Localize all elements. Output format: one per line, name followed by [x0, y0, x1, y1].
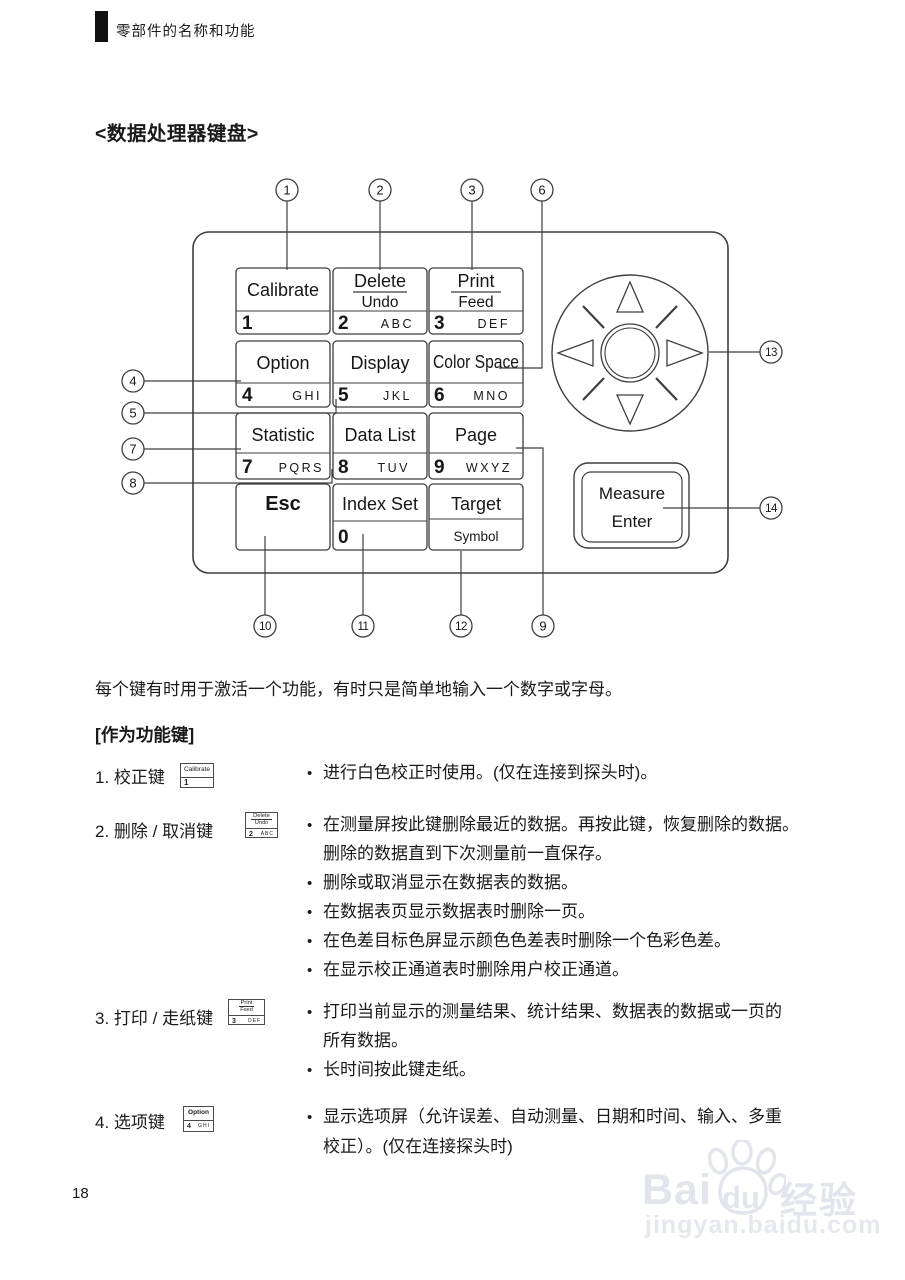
key-esc: Esc	[235, 483, 331, 551]
svg-text:4: 4	[242, 385, 253, 406]
svg-text:Display: Display	[350, 353, 409, 373]
svg-text:MNO: MNO	[473, 389, 510, 403]
svg-text:5: 5	[338, 385, 349, 406]
svg-text:Symbol: Symbol	[453, 529, 498, 544]
svg-text:Color Space: Color Space	[433, 352, 519, 372]
svg-text:8: 8	[129, 476, 136, 491]
watermark-jingyan: 经验	[780, 1180, 858, 1221]
item-1-bullets: •进行白色校正时使用。(仅在连接到探头时)。	[307, 763, 658, 782]
intro-paragraph: 每个键有时用于激活一个功能，有时只是简单地输入一个数字或字母。	[95, 680, 622, 699]
svg-text:PQRS: PQRS	[279, 461, 324, 475]
svg-text:Statistic: Statistic	[251, 425, 314, 445]
section-marker-bar	[95, 11, 108, 42]
svg-text:Calibrate: Calibrate	[247, 280, 319, 300]
svg-text:10: 10	[259, 621, 271, 633]
svg-text:14: 14	[765, 503, 778, 515]
key-statistic: Statistic 7 PQRS	[235, 412, 331, 480]
svg-text:Undo: Undo	[361, 294, 398, 311]
svg-text:DEF: DEF	[478, 317, 511, 331]
key-option: Option 4 GHI	[235, 340, 331, 408]
item-4-bullets: •显示选项屏（允许误差、自动测量、日期和时间、输入、多重 校正）。(仅在连接探头…	[307, 1107, 782, 1156]
item-4-label: 4. 选项键	[95, 1113, 165, 1132]
key-delete-undo: Delete Undo 2 ABC	[332, 267, 428, 335]
svg-text:12: 12	[455, 621, 467, 633]
svg-text:2: 2	[376, 183, 383, 198]
svg-text:6: 6	[434, 385, 445, 406]
svg-text:9: 9	[434, 457, 445, 478]
svg-text:3: 3	[434, 313, 445, 334]
nav-pad	[551, 274, 709, 432]
calibrate-key-icon: Calibrate 1	[180, 763, 214, 788]
svg-text:9: 9	[539, 619, 546, 634]
svg-text:Feed: Feed	[458, 294, 493, 311]
key-print-feed: Print Feed 3 DEF	[428, 267, 524, 335]
arrow-up-icon	[616, 280, 644, 313]
arrow-right-icon	[666, 339, 704, 367]
svg-text:Index Set: Index Set	[342, 494, 418, 514]
callout-leader-lines	[144, 201, 760, 615]
svg-text:Data List: Data List	[344, 425, 415, 445]
svg-text:Esc: Esc	[265, 493, 301, 515]
key-color-space: Color Space 6 MNO	[428, 340, 524, 408]
key-target: Target Symbol	[428, 483, 524, 551]
key-index-set: Index Set 0	[332, 483, 428, 551]
page-title: <数据处理器键盘>	[95, 123, 259, 145]
key-calibrate: Calibrate 1	[235, 267, 331, 335]
watermark-du: du	[722, 1180, 760, 1215]
item-1-label: 1. 校正键	[95, 768, 165, 787]
nav-center-button	[600, 323, 660, 383]
svg-text:0: 0	[338, 527, 349, 548]
chapter-header: 零部件的名称和功能	[116, 24, 256, 40]
item-3-bullets: •打印当前显示的测量结果、统计结果、数据表的数据或一页的 所有数据。 •长时间按…	[307, 1002, 782, 1079]
svg-text:1: 1	[283, 183, 290, 198]
svg-text:7: 7	[129, 442, 136, 457]
key-display: Display 5 JKL	[332, 340, 428, 408]
callouts: 1 2 3 6 4 5 7 8 13 14 10 11 12 9	[121, 178, 783, 638]
svg-text:13: 13	[765, 347, 777, 359]
svg-text:Option: Option	[256, 353, 309, 373]
key-page: Page 9 WXYZ	[428, 412, 524, 480]
svg-text:Print: Print	[457, 271, 494, 291]
svg-text:5: 5	[129, 406, 136, 421]
svg-text:GHI: GHI	[292, 389, 322, 403]
page-number: 18	[72, 1185, 89, 1202]
svg-text:Page: Page	[455, 425, 497, 445]
keypad-diagram: Calibrate 1 Delete Undo 2 ABC Print Feed…	[121, 178, 783, 638]
svg-text:7: 7	[242, 457, 253, 478]
svg-text:Measure: Measure	[599, 484, 665, 503]
svg-text:11: 11	[358, 621, 369, 633]
svg-text:6: 6	[538, 183, 545, 198]
svg-text:Enter: Enter	[612, 512, 653, 531]
watermark-url: jingyan.baidu.com	[645, 1211, 882, 1239]
svg-text:JKL: JKL	[383, 389, 412, 403]
item-3-label: 3. 打印 / 走纸键	[95, 1009, 214, 1028]
svg-text:ABC: ABC	[381, 317, 414, 331]
svg-text:Target: Target	[451, 494, 501, 514]
item-2-bullets: •在测量屏按此键删除最近的数据。再按此键，恢复删除的数据。 删除的数据直到下次测…	[307, 815, 799, 979]
svg-text:1: 1	[242, 313, 253, 334]
svg-text:TUV: TUV	[378, 461, 411, 475]
key-measure-enter: Measure Enter	[573, 462, 690, 549]
item-2-label: 2. 删除 / 取消键	[95, 822, 214, 841]
watermark-bai: Bai	[642, 1166, 712, 1214]
svg-text:4: 4	[129, 374, 136, 389]
baidu-paw-icon	[707, 1140, 786, 1215]
svg-text:WXYZ: WXYZ	[466, 461, 512, 475]
arrow-left-icon	[556, 339, 594, 367]
section-title: [作为功能键]	[95, 725, 195, 745]
svg-text:8: 8	[338, 457, 349, 478]
key-data-list: Data List 8 TUV	[332, 412, 428, 480]
svg-text:Delete: Delete	[354, 271, 406, 291]
svg-text:3: 3	[468, 183, 475, 198]
svg-text:2: 2	[338, 313, 349, 334]
arrow-down-icon	[615, 394, 645, 426]
